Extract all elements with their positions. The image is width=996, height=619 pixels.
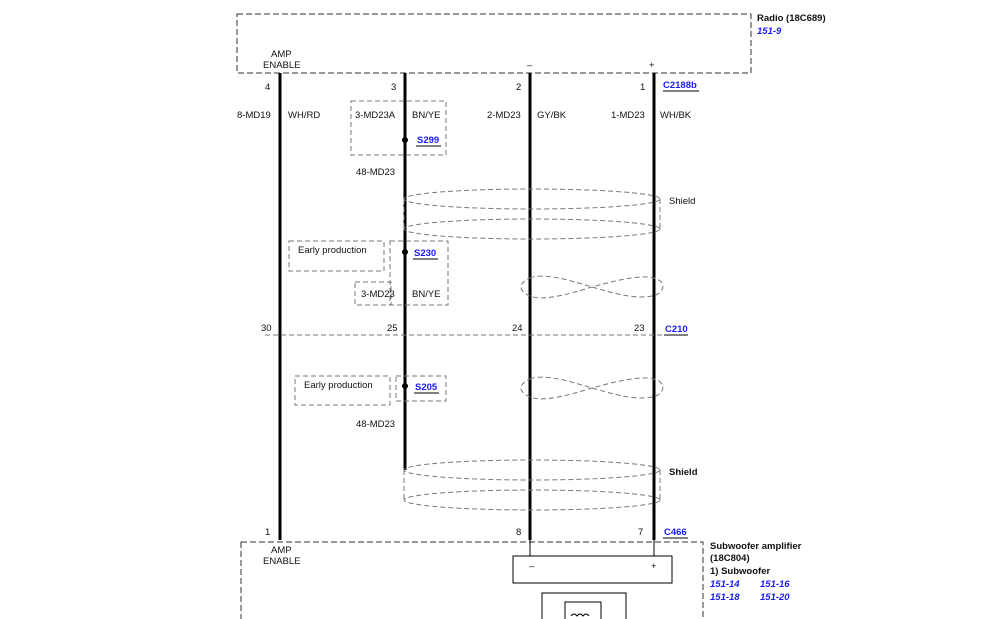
- c210-pin-25: 25: [387, 323, 398, 334]
- color-wh-rd: WH/RD: [288, 110, 320, 121]
- amp-item-subwoofer: 1) Subwoofer: [710, 566, 770, 577]
- shield-upper-ellipse-bottom: [403, 218, 661, 240]
- circuit-3-md23-mid: 3-MD23: [361, 289, 395, 300]
- amp-minus-sign: –: [529, 561, 535, 572]
- subwoofer-coil-icon: [570, 613, 590, 617]
- shield-lower-ellipse-bottom: [403, 489, 661, 511]
- early-production-upper-label: Early production: [298, 245, 367, 256]
- amp-part-number: (18C804): [710, 553, 750, 564]
- twisted-pair-upper: [520, 275, 664, 299]
- pin-2-label: 2: [516, 82, 521, 93]
- c210-pin-30: 30: [261, 323, 272, 334]
- radio-title: Radio (18C689): [757, 13, 826, 24]
- radio-plus-sign: +: [649, 60, 655, 71]
- color-wh-bk: WH/BK: [660, 110, 692, 121]
- subwoofer-amplifier-box: [240, 541, 704, 619]
- twisted-pair-lower: [520, 376, 664, 400]
- connector-c2188b-link[interactable]: C2188b: [663, 80, 697, 91]
- radio-amp-label: AMP: [271, 49, 292, 60]
- s299-splice-dot: [402, 137, 408, 143]
- connector-c210-link[interactable]: C210: [665, 324, 688, 335]
- pin-1-label: 1: [640, 82, 645, 93]
- c466-pin-7: 7: [638, 527, 643, 538]
- radio-ref-link[interactable]: 151-9: [757, 26, 782, 37]
- amp-input-block: [512, 555, 673, 584]
- shield-upper-label: Shield: [669, 196, 695, 207]
- radio-enable-label: ENABLE: [263, 60, 301, 71]
- amp-ref-link-4[interactable]: 151-20: [760, 592, 790, 603]
- color-bn-ye-mid: BN/YE: [412, 289, 441, 300]
- amp-ref-link-3[interactable]: 151-18: [710, 592, 740, 603]
- early-production-lower-label: Early production: [304, 380, 373, 391]
- shield-upper-ellipse-top: [403, 188, 661, 210]
- circuit-1-md23: 1-MD23: [611, 110, 645, 121]
- early-production-lower-box: [294, 375, 391, 406]
- splice-s299-link[interactable]: S299: [417, 135, 439, 146]
- c210-pin-24: 24: [512, 323, 523, 334]
- pin-4-label: 4: [265, 82, 270, 93]
- s230-splice-dot: [402, 249, 408, 255]
- circuit-48-md23-upper: 48-MD23: [356, 167, 395, 178]
- circuit-2-md23: 2-MD23: [487, 110, 521, 121]
- shield-lower-label: Shield: [669, 467, 698, 478]
- c466-pin-1: 1: [265, 527, 270, 538]
- s230-dashed-box: [389, 240, 449, 306]
- c210-pin-23: 23: [634, 323, 645, 334]
- c466-pin-8: 8: [516, 527, 521, 538]
- s205-dashed-box: [395, 375, 447, 402]
- radio-minus-sign: –: [527, 60, 533, 71]
- splice-s230-link[interactable]: S230: [414, 248, 436, 259]
- circuit-48-md23-lower: 48-MD23: [356, 419, 395, 430]
- amp-plus-sign: +: [651, 561, 657, 572]
- color-bn-ye: BN/YE: [412, 110, 441, 121]
- radio-component-box: [236, 13, 752, 74]
- amp-amp-label: AMP: [271, 545, 292, 556]
- amp-title: Subwoofer amplifier: [710, 541, 802, 552]
- subwoofer-speaker-cone: [564, 601, 602, 619]
- early-production-upper-box: [288, 240, 385, 272]
- md23-dashed-box: [354, 281, 392, 306]
- s205-splice-dot: [402, 383, 408, 389]
- circuit-3-md23a: 3-MD23A: [355, 110, 396, 121]
- amp-enable-label: ENABLE: [263, 556, 301, 567]
- connector-c466-link[interactable]: C466: [664, 527, 687, 538]
- amp-ref-link-1[interactable]: 151-14: [710, 579, 740, 590]
- shield-lower-ellipse-top: [403, 459, 661, 481]
- amp-ref-link-2[interactable]: 151-16: [760, 579, 790, 590]
- splice-s205-link[interactable]: S205: [415, 382, 438, 393]
- s299-dashed-box: [350, 100, 447, 156]
- subwoofer-speaker-frame: [541, 592, 627, 619]
- pin-3-label: 3: [391, 82, 396, 93]
- circuit-8-md19: 8-MD19: [237, 110, 271, 121]
- color-gy-bk: GY/BK: [537, 110, 567, 121]
